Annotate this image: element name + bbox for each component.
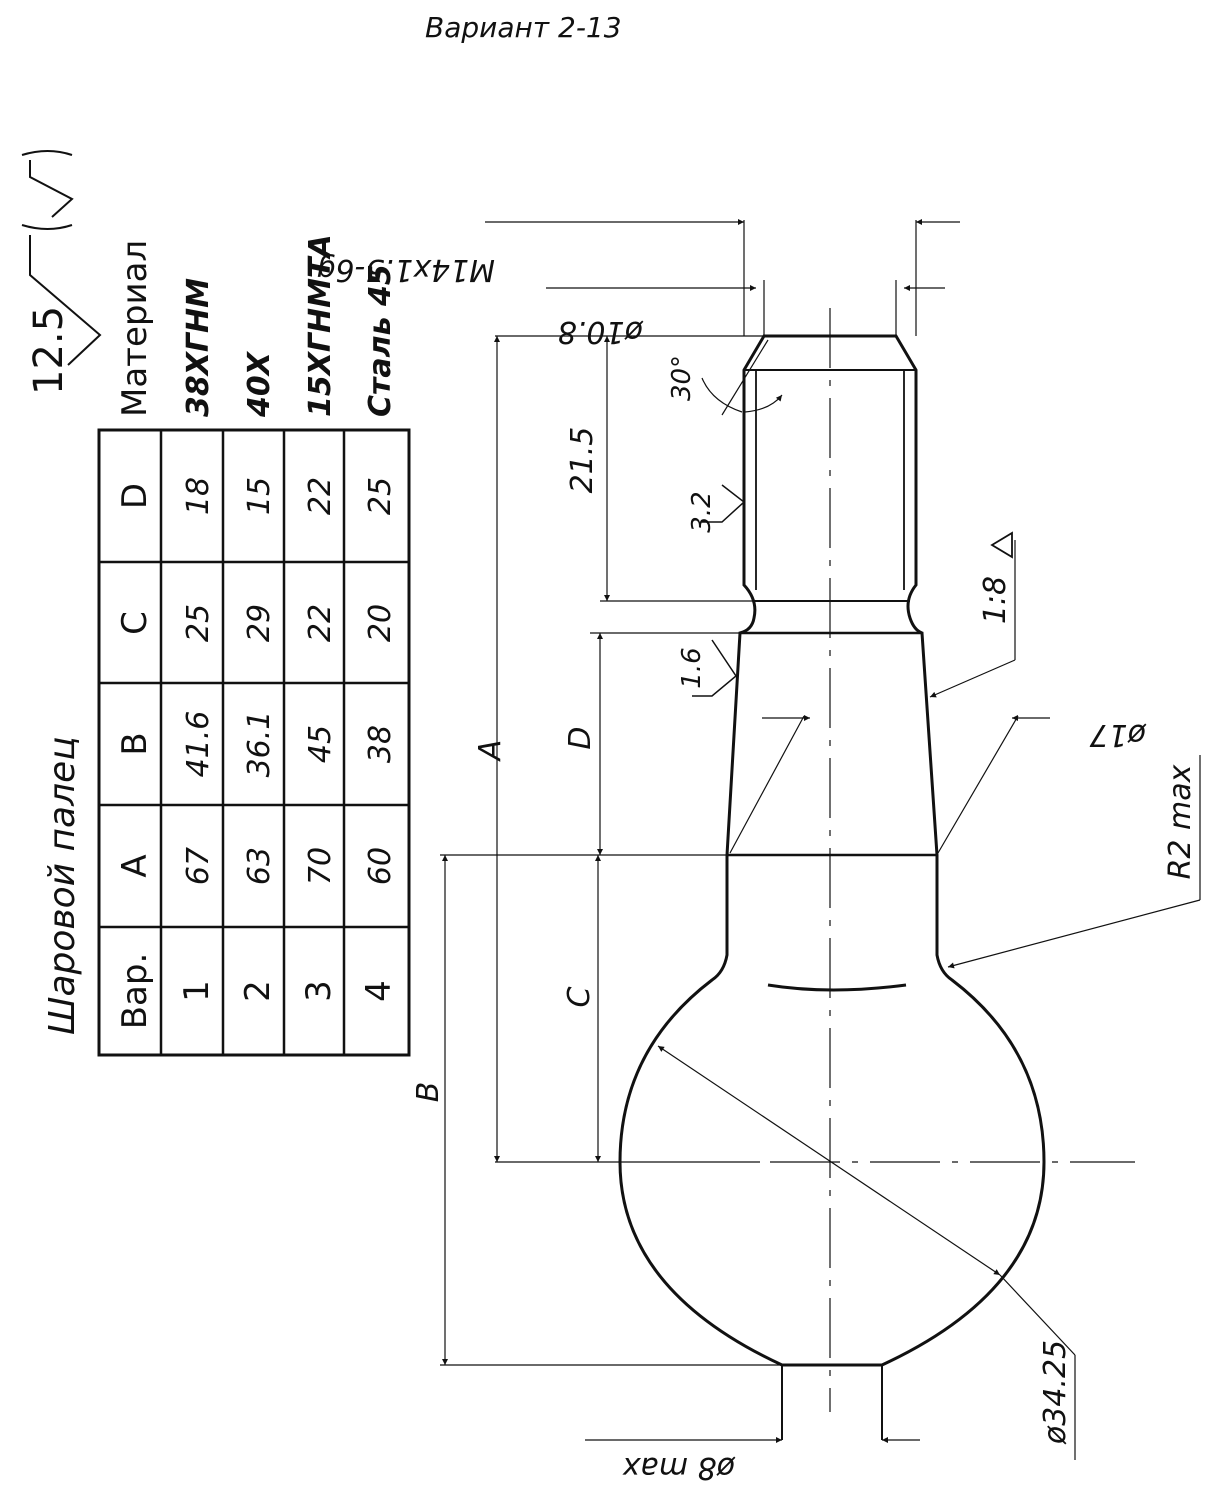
cell-a: 70 [303, 847, 338, 885]
part-outline [618, 334, 1046, 1367]
cell-b: 45 [303, 725, 338, 763]
roughness-check-mark [29, 235, 102, 366]
cell-var: 2 [238, 980, 278, 1002]
roughness-thread-value: 3.2 [687, 491, 717, 532]
roughness-check-small [29, 160, 74, 218]
ext-line [729, 715, 805, 854]
dim-neck-label: ø8 max [622, 1450, 736, 1485]
cell-var: 1 [177, 980, 217, 1002]
roughness-taper-value: 1.6 [677, 647, 707, 688]
cell-d: 22 [303, 477, 338, 515]
dim-d-label: D [563, 726, 598, 749]
ext-line [937, 715, 1019, 854]
roughness-paren-open [21, 224, 73, 230]
header-d: D [115, 483, 155, 509]
dim-thread-length-label: 21.5 [565, 427, 600, 494]
cell-d: 25 [363, 477, 398, 515]
angle-leg [721, 339, 769, 416]
cell-a: 67 [181, 847, 216, 885]
ball-dia-line [657, 1045, 1001, 1276]
part-title: Шаровой палец [42, 736, 83, 1035]
radius-leader [947, 899, 1201, 969]
roughness-thread: 3.2 [687, 484, 746, 533]
roughness-taper: 1.6 [677, 639, 737, 697]
taper-leader [929, 659, 1016, 698]
taper-label: 1:8 [978, 576, 1013, 624]
cell-a: 60 [363, 847, 398, 885]
ball-surface-arc [767, 983, 907, 992]
taper-triangle-icon [990, 531, 1013, 559]
cell-material: 40Х [242, 350, 277, 418]
dim-taper-label: ø17 [1089, 717, 1147, 752]
header-material: Материал [115, 240, 155, 417]
cell-b: 41.6 [181, 711, 216, 778]
angle-label: 30° [667, 355, 697, 401]
roughness-general-value: 12.5 [26, 306, 72, 395]
roughness-general: 12.5 [21, 150, 102, 395]
cell-d: 15 [242, 477, 277, 515]
cell-material: 15ХГНМТА [303, 234, 338, 417]
header-a: A [115, 854, 155, 877]
header-var: Вар. [115, 953, 155, 1030]
cell-c: 29 [242, 604, 277, 642]
roughness-thread-check [702, 484, 746, 523]
ball-dia-leader [999, 1274, 1076, 1356]
ball-dia-label: ø34.25 [1038, 1340, 1073, 1445]
cell-b: 38 [363, 725, 398, 763]
dim-c-label: C [562, 986, 597, 1007]
dim-a-label: A [473, 740, 508, 763]
cell-c: 20 [363, 604, 398, 642]
cell-a: 63 [242, 847, 277, 885]
dim-thread-label: M14x1.5-6g [317, 252, 495, 287]
angle-arc [701, 377, 743, 413]
dim-inner-label: ø10.8 [558, 314, 644, 349]
cell-material: Сталь 45 [363, 264, 398, 417]
cell-c: 22 [303, 604, 338, 642]
cell-var: 3 [299, 980, 339, 1002]
radius-label: R2 max [1163, 764, 1198, 879]
cell-d: 18 [181, 477, 216, 515]
angle-arrow [744, 394, 783, 413]
table-frame [97, 428, 411, 1057]
cell-var: 4 [359, 980, 399, 1002]
cell-c: 25 [181, 604, 216, 642]
roughness-paren-close [21, 150, 73, 156]
dim-b-label: B [411, 1082, 446, 1103]
header-c: C [115, 611, 155, 635]
header-b: B [115, 732, 155, 755]
cell-b: 36.1 [242, 711, 277, 778]
variant-title: Вариант 2-13 [425, 11, 622, 44]
roughness-taper-check [692, 639, 737, 697]
cell-material: 38ХГНМ [181, 278, 216, 417]
variant-table: Шаровой палец Вар. A B C D Материал 1 67… [21, 150, 411, 1057]
